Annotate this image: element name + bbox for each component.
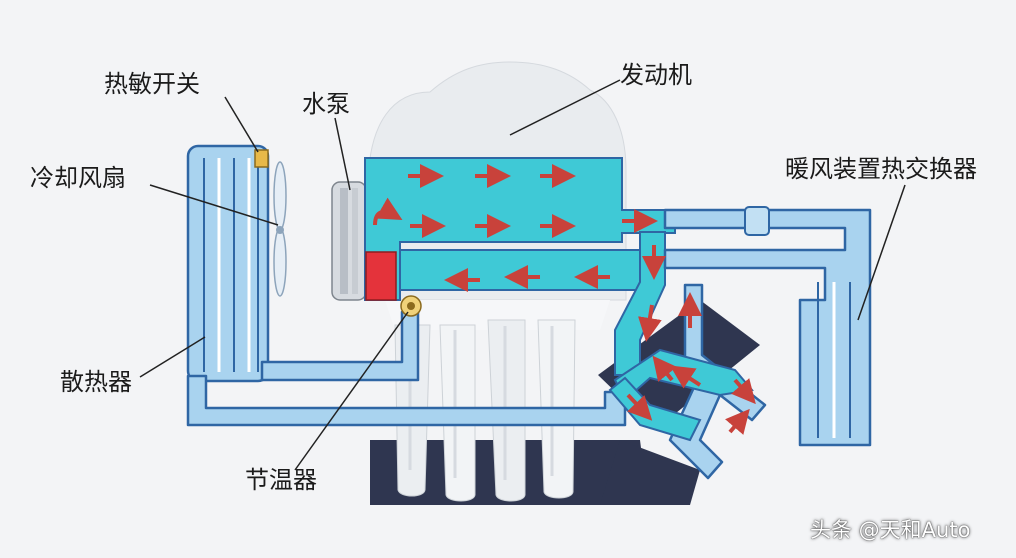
heater-core — [663, 206, 872, 447]
label-radiator: 散热器 — [60, 368, 132, 396]
thermostat — [400, 295, 422, 317]
label-thermo-switch: 热敏开关 — [104, 70, 200, 98]
label-water-pump: 水泵 — [302, 90, 350, 118]
thermo-switch — [254, 149, 269, 168]
label-heater-core: 暖风装置热交换器 — [785, 155, 977, 183]
label-engine: 发动机 — [620, 61, 692, 89]
watermark: 头条 @天和Auto — [810, 518, 971, 542]
cooling-fan — [273, 161, 287, 297]
label-cooling-fan: 冷却风扇 — [30, 164, 126, 192]
water-pump — [365, 251, 397, 301]
leader-lines — [139, 79, 906, 471]
flow-arrows — [373, 164, 756, 435]
water-pump-pulley — [331, 181, 367, 301]
label-thermostat: 节温器 — [245, 466, 317, 494]
radiator — [186, 144, 270, 383]
